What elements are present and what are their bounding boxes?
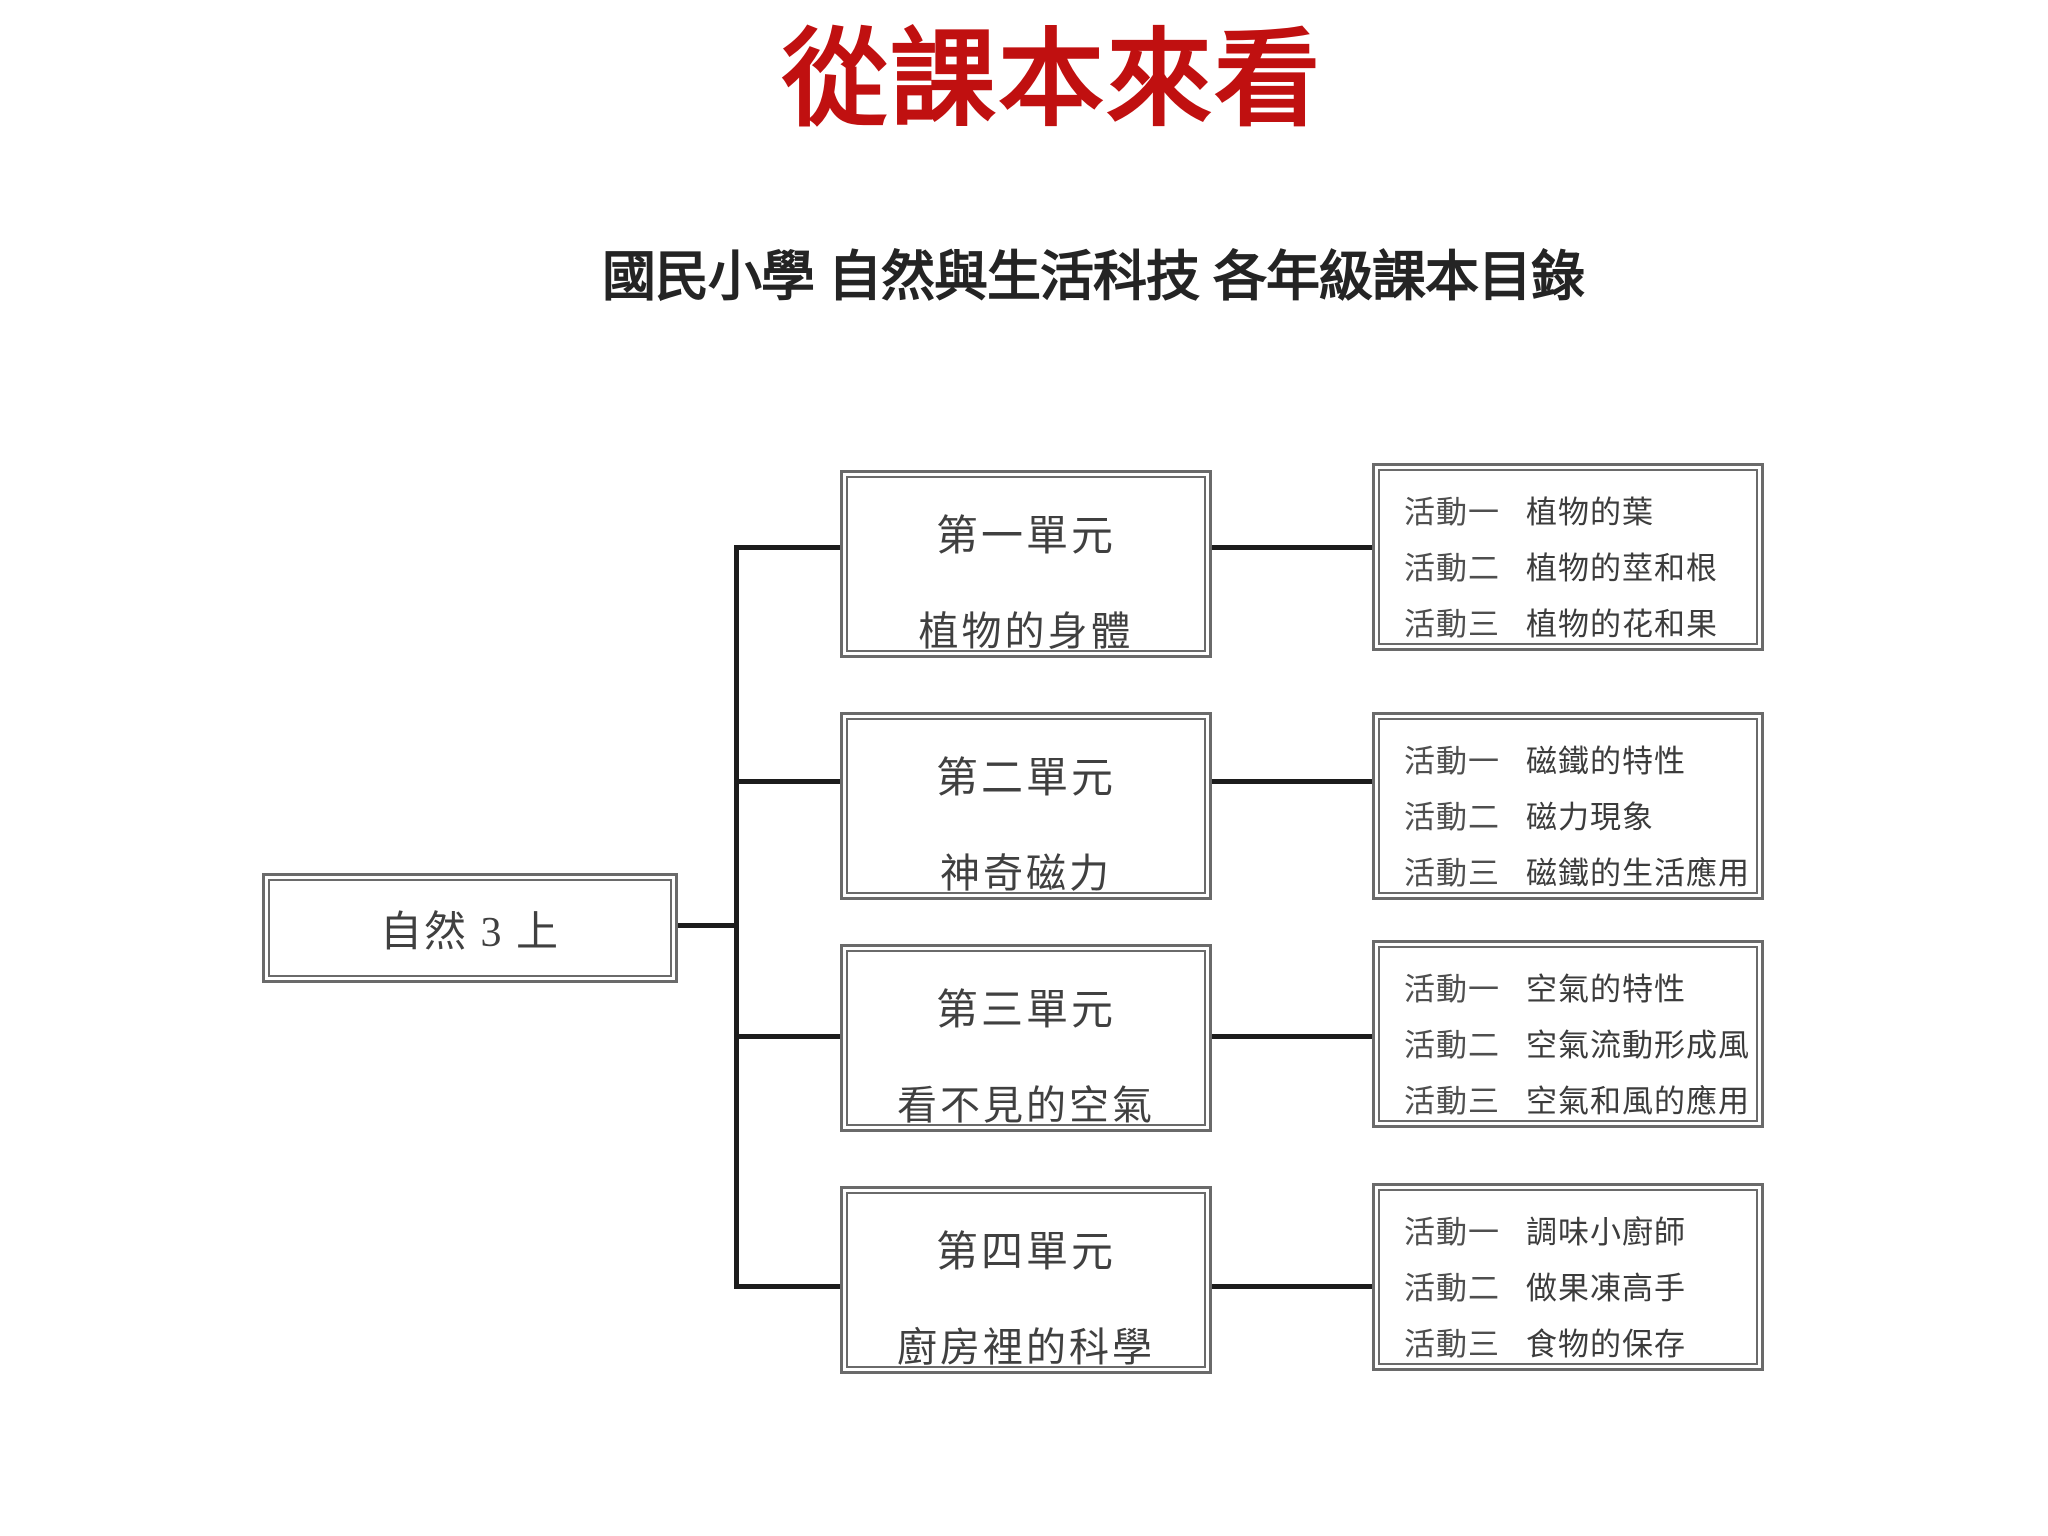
activity-name: 磁鐵的特性 — [1526, 744, 1686, 779]
activity-line: 活動一 植物的葉 — [1404, 485, 1748, 541]
activity-line: 活動二 植物的莖和根 — [1404, 541, 1748, 597]
unit-2-title: 第二單元 — [935, 756, 1116, 802]
activity-name: 做果凍高手 — [1526, 1271, 1686, 1306]
activity-name: 空氣流動形成風 — [1526, 1028, 1750, 1063]
activity-line: 活動二 空氣流動形成風 — [1404, 1018, 1750, 1074]
slide-title: 從課本來看 — [782, 22, 1322, 139]
activity-line: 活動一 調味小廚師 — [1404, 1205, 1748, 1261]
activity-name: 食物的保存 — [1526, 1327, 1686, 1362]
unit-box-2: 第二單元 神奇磁力 — [840, 712, 1212, 900]
activity-label: 活動三 — [1404, 856, 1500, 891]
activity-name: 磁力現象 — [1526, 800, 1654, 835]
slide-subtitle: 國民小學 自然與生活科技 各年級課本目錄 — [601, 247, 1585, 307]
activity-label: 活動一 — [1404, 1215, 1500, 1250]
connector-branch-4 — [736, 1284, 843, 1289]
unit-1-name: 植物的身體 — [918, 609, 1134, 654]
connector-branch-1 — [736, 545, 843, 550]
activity-box-2: 活動一 磁鐵的特性 活動二 磁力現象 活動三 磁鐵的生活應用 — [1372, 712, 1764, 900]
unit-box-3: 第三單元 看不見的空氣 — [840, 944, 1212, 1132]
connector-branch-3 — [736, 1034, 843, 1039]
activity-box-3: 活動一 空氣的特性 活動二 空氣流動形成風 活動三 空氣和風的應用 — [1372, 940, 1764, 1128]
root-label: 自然 3 上 — [379, 909, 560, 956]
activity-line: 活動二 磁力現象 — [1404, 790, 1748, 846]
activity-label: 活動二 — [1404, 800, 1500, 835]
connector-activity-4 — [1209, 1284, 1375, 1289]
unit-box-4: 第四單元 廚房裡的科學 — [840, 1186, 1212, 1374]
activity-name: 植物的葉 — [1526, 495, 1654, 530]
activity-line: 活動一 磁鐵的特性 — [1404, 734, 1748, 790]
activity-line: 活動三 空氣和風的應用 — [1404, 1074, 1750, 1130]
activity-name: 空氣和風的應用 — [1526, 1084, 1750, 1119]
activity-line: 活動三 植物的花和果 — [1404, 597, 1748, 653]
activity-name: 植物的花和果 — [1526, 607, 1718, 642]
activity-name: 植物的莖和根 — [1526, 551, 1718, 586]
activity-label: 活動三 — [1404, 607, 1500, 642]
unit-3-title: 第三單元 — [935, 988, 1116, 1034]
activity-label: 活動三 — [1404, 1084, 1500, 1119]
unit-box-1: 第一單元 植物的身體 — [840, 470, 1212, 658]
activity-line: 活動三 磁鐵的生活應用 — [1404, 846, 1750, 902]
activity-box-1: 活動一 植物的葉 活動二 植物的莖和根 活動三 植物的花和果 — [1372, 463, 1764, 651]
activity-label: 活動二 — [1404, 1028, 1500, 1063]
activity-name: 磁鐵的生活應用 — [1526, 856, 1750, 891]
connector-branch-2 — [736, 779, 843, 784]
unit-2-name: 神奇磁力 — [940, 851, 1112, 896]
activity-label: 活動三 — [1404, 1327, 1500, 1362]
activity-name: 調味小廚師 — [1526, 1215, 1686, 1250]
activity-label: 活動一 — [1404, 972, 1500, 1007]
activity-label: 活動二 — [1404, 1271, 1500, 1306]
connector-activity-2 — [1209, 779, 1375, 784]
activity-label: 活動一 — [1404, 495, 1500, 530]
unit-4-name: 廚房裡的科學 — [897, 1325, 1155, 1370]
activity-label: 活動二 — [1404, 551, 1500, 586]
activity-label: 活動一 — [1404, 744, 1500, 779]
connector-root-stub — [678, 923, 736, 928]
unit-3-name: 看不見的空氣 — [897, 1083, 1155, 1128]
unit-4-title: 第四單元 — [935, 1230, 1116, 1276]
root-box: 自然 3 上 — [262, 873, 678, 983]
connector-trunk — [734, 545, 739, 1289]
activity-name: 空氣的特性 — [1526, 972, 1686, 1007]
activity-line: 活動三 食物的保存 — [1404, 1317, 1748, 1373]
activity-box-4: 活動一 調味小廚師 活動二 做果凍高手 活動三 食物的保存 — [1372, 1183, 1764, 1371]
connector-activity-1 — [1209, 545, 1375, 550]
activity-line: 活動二 做果凍高手 — [1404, 1261, 1748, 1317]
connector-activity-3 — [1209, 1034, 1375, 1039]
activity-line: 活動一 空氣的特性 — [1404, 962, 1748, 1018]
unit-1-title: 第一單元 — [935, 514, 1116, 560]
